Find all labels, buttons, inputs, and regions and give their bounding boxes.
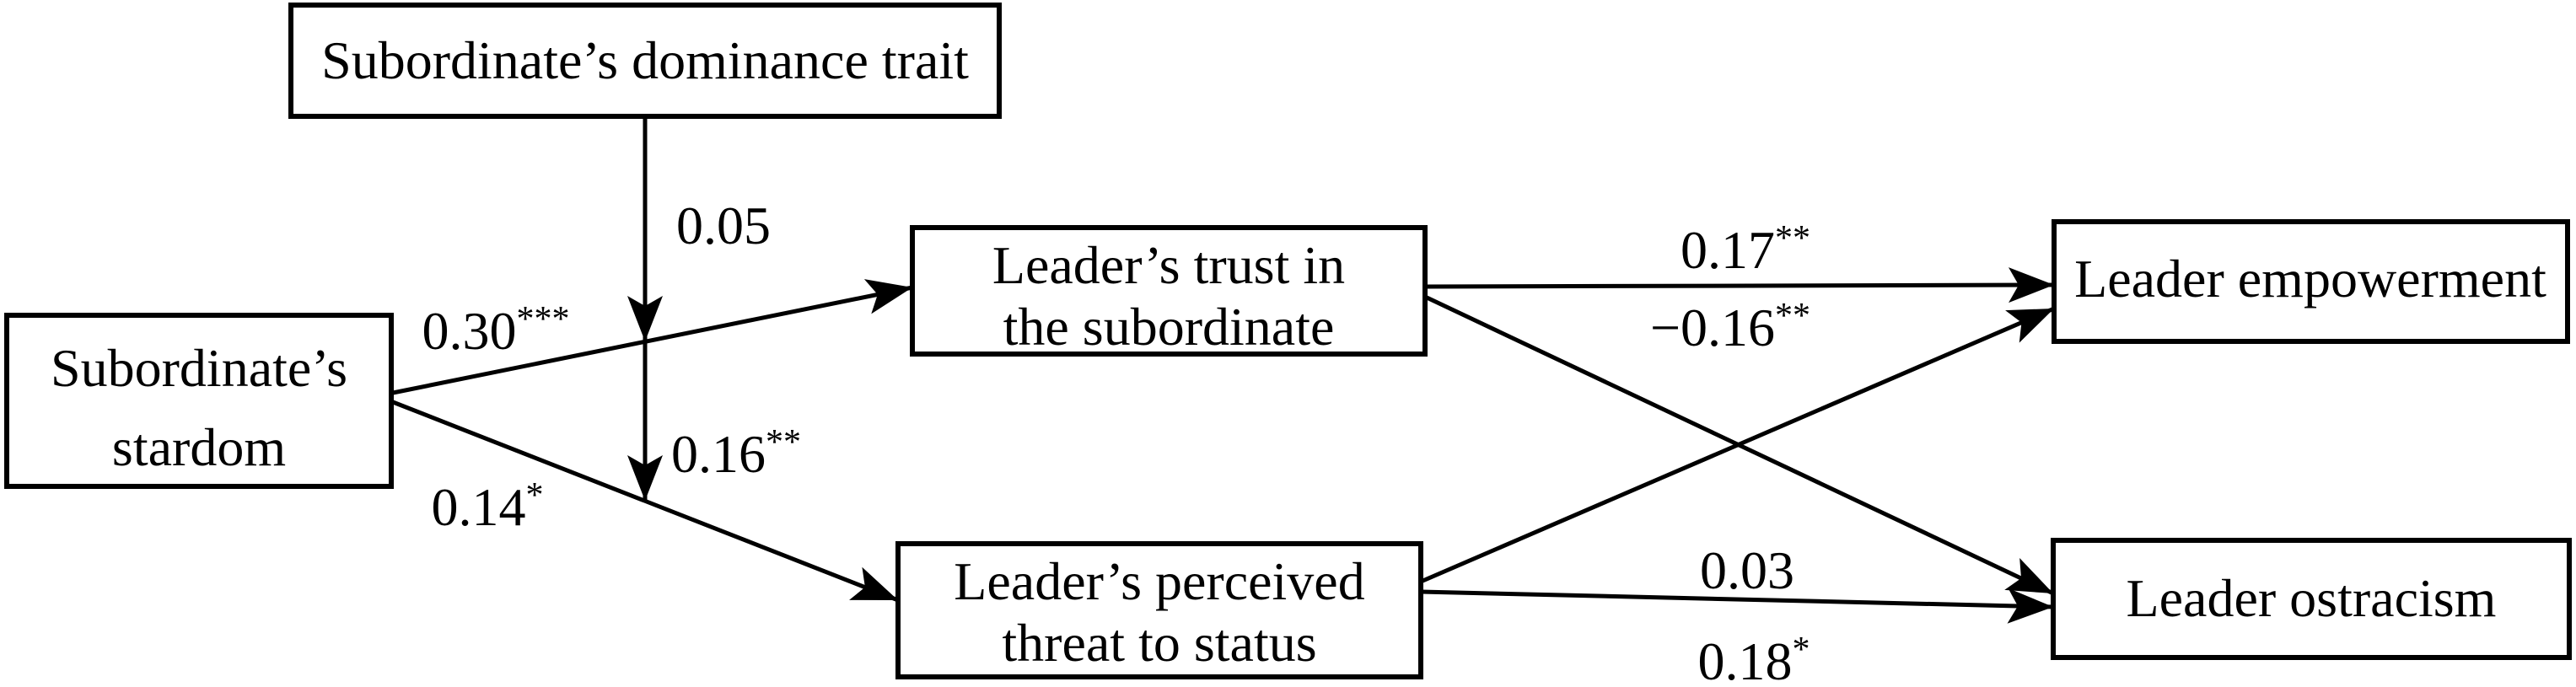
node-ostracism: Leader ostracism bbox=[2051, 538, 2572, 660]
node-threat-box bbox=[895, 541, 1423, 679]
node-ostracism-label: Leader ostracism bbox=[2127, 568, 2497, 628]
arrow-threat-to-empowerment bbox=[1420, 306, 2055, 584]
coef-stardom-trust: 0.30*** bbox=[422, 300, 570, 361]
node-trust: Leader’s trust in the subordinate bbox=[910, 225, 1428, 357]
node-dominance: Subordinate’s dominance trait bbox=[288, 3, 1002, 119]
arrow-trust-to-empowerment bbox=[1424, 267, 2055, 303]
node-trust-box bbox=[910, 225, 1428, 357]
coef-trust-empowerment: 0.17** bbox=[1681, 219, 1810, 280]
node-threat: Leader’s perceived threat to status bbox=[895, 541, 1423, 679]
node-dominance-label: Subordinate’s dominance trait bbox=[321, 30, 969, 90]
node-threat-label-line2: threat to status bbox=[1002, 613, 1316, 673]
arrow-stardom-to-threat bbox=[392, 400, 899, 603]
node-empowerment: Leader empowerment bbox=[2052, 219, 2570, 344]
node-trust-label-line2: the subordinate bbox=[1003, 297, 1335, 357]
node-empowerment-label: Leader empowerment bbox=[2074, 249, 2546, 309]
coef-threat-ostracism: 0.18* bbox=[1698, 631, 1810, 687]
node-empowerment-box bbox=[2052, 219, 2570, 344]
coef-dominance-x-stardom-threat: 0.16** bbox=[671, 423, 801, 484]
node-stardom-label-line1: Subordinate’s bbox=[51, 338, 347, 398]
node-trust-label-line1: Leader’s trust in bbox=[992, 235, 1345, 295]
arrow-threat-to-ostracism bbox=[1420, 588, 2054, 624]
coef-stardom-threat: 0.14* bbox=[432, 476, 544, 537]
node-stardom-box bbox=[4, 313, 394, 489]
node-threat-label-line1: Leader’s perceived bbox=[954, 551, 1364, 611]
coef-threat-empowerment: 0.03 bbox=[1700, 540, 1794, 600]
node-ostracism-box bbox=[2051, 538, 2572, 660]
node-stardom: Subordinate’s stardom bbox=[4, 313, 394, 489]
node-dominance-box bbox=[288, 3, 1002, 119]
node-stardom-label-line2: stardom bbox=[112, 417, 286, 477]
coef-dominance-x-stardom-trust: 0.05 bbox=[676, 196, 771, 255]
coef-trust-ostracism: −0.16** bbox=[1650, 297, 1810, 357]
